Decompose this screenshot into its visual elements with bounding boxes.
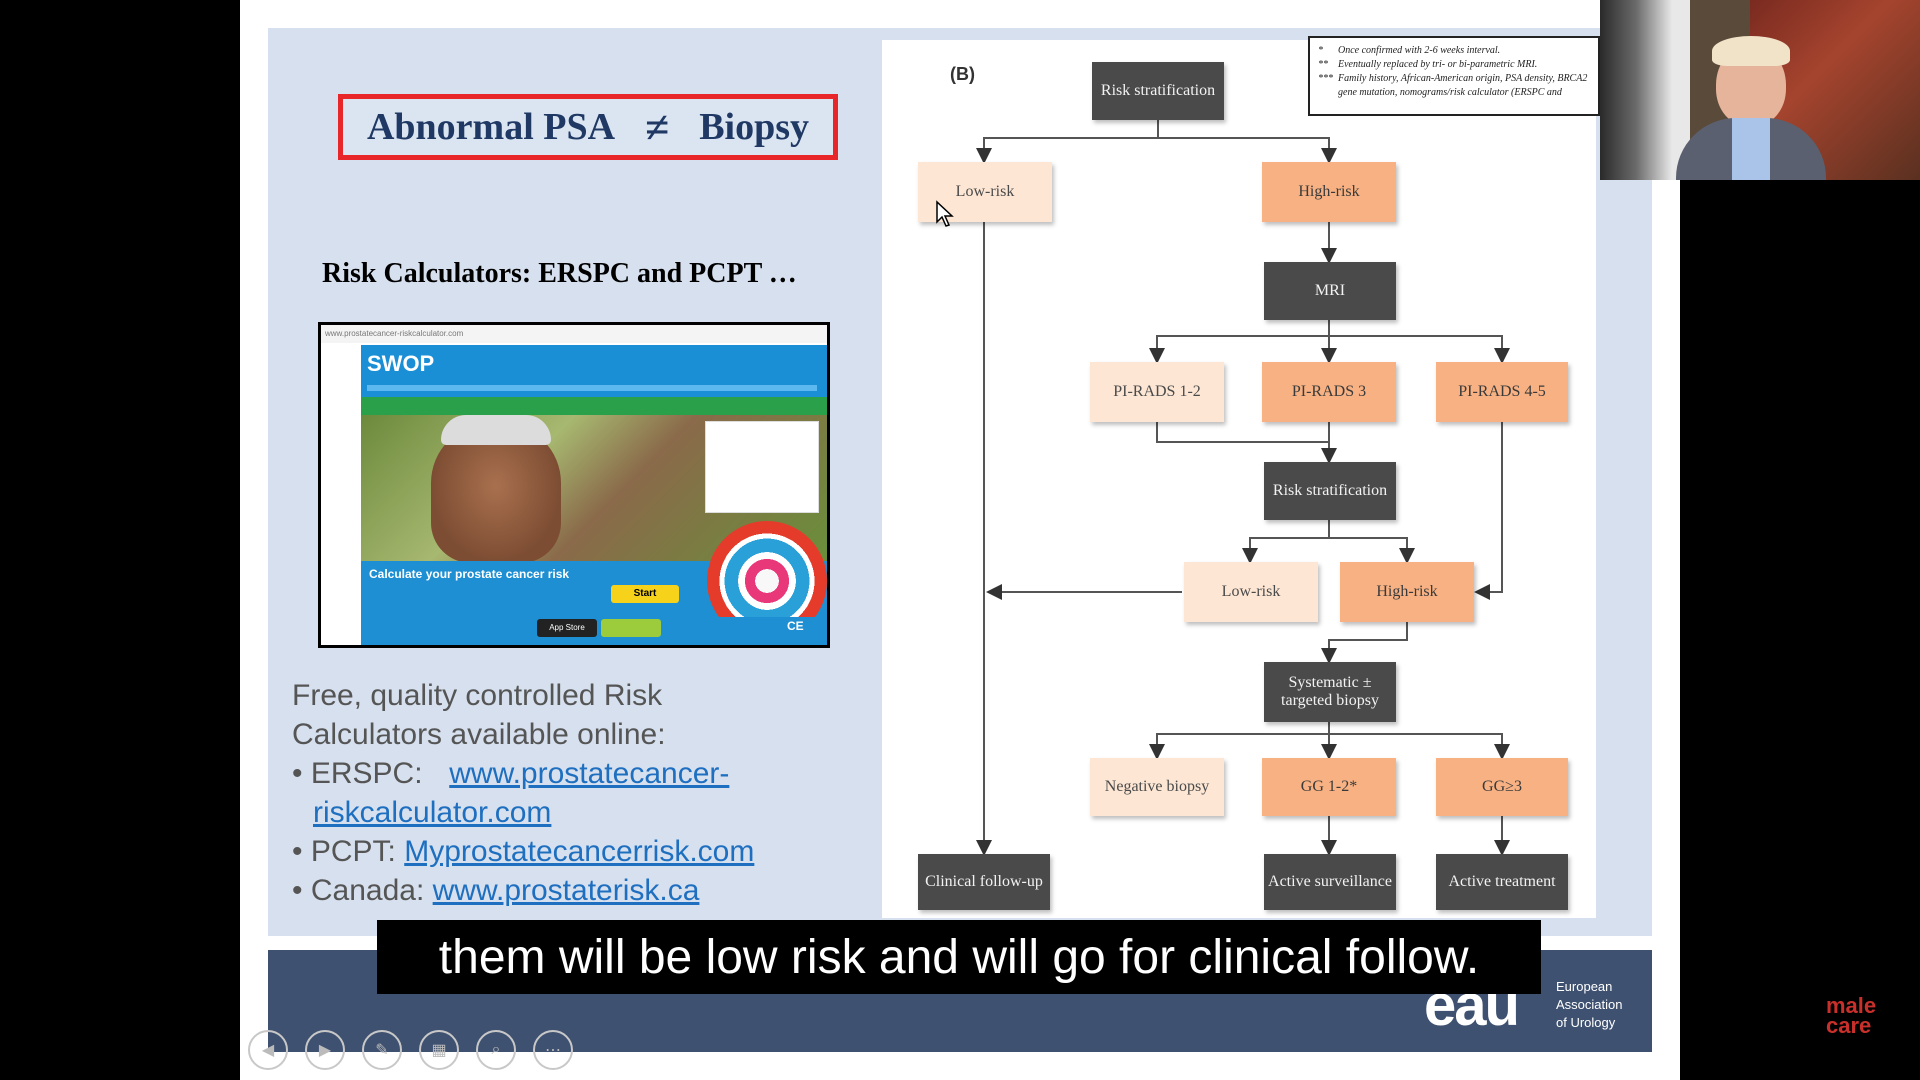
erspc-link-continued: riskcalculator.com — [313, 793, 551, 832]
play-store-badge[interactable] — [601, 619, 661, 637]
caption-text: them will be low risk and will go for cl… — [438, 930, 1480, 984]
negative-biopsy-node: Negative biopsy — [1090, 758, 1224, 816]
active-treatment-node: Active treatment — [1436, 854, 1568, 910]
pirads-1-2-node: PI-RADS 1-2 — [1090, 362, 1224, 422]
connector — [976, 120, 1159, 164]
erspc-link[interactable]: www.prostatecancer- — [449, 757, 730, 790]
connector — [1242, 520, 1330, 564]
presenter-shirt — [1732, 118, 1770, 180]
connector — [1158, 137, 1337, 164]
start-button[interactable]: Start — [611, 585, 679, 603]
pcpt-item: • PCPT: Myprostatecancerrisk.com — [292, 835, 755, 868]
active-surveillance-node: Active surveillance — [1264, 854, 1396, 910]
connector — [1329, 537, 1415, 564]
panel-label: (B) — [950, 64, 975, 84]
slide-title-box: Abnormal PSA ≠ Biopsy — [338, 94, 838, 160]
title-left: Abnormal PSA — [366, 106, 616, 148]
footnotes-box: *Once confirmed with 2-6 weeks interval.… — [1308, 36, 1600, 116]
low-risk-node-1: Low-risk — [918, 162, 1052, 222]
subtitle-caption: them will be low risk and will go for cl… — [377, 920, 1541, 994]
risk-stratification-node-1: Risk stratification — [1092, 62, 1224, 120]
footnote-1: *Once confirmed with 2-6 weeks interval. — [1318, 45, 1501, 56]
title-right: Biopsy — [699, 106, 810, 148]
erspc-item: • ERSPC: www.prostatecancer- — [292, 757, 730, 790]
connector — [1474, 422, 1503, 600]
connector — [1156, 422, 1329, 443]
window-background — [1600, 0, 1690, 180]
high-risk-node-1: High-risk — [1262, 162, 1396, 222]
eau-name: European Association of Urology — [1556, 979, 1623, 1030]
connector — [1149, 722, 1330, 760]
slides-grid-icon[interactable]: ▦ — [419, 1030, 459, 1070]
app-store-badge[interactable]: App Store — [537, 619, 597, 637]
previous-slide-icon[interactable]: ◀ — [248, 1030, 288, 1070]
website-nav-bar — [361, 397, 827, 415]
website-url-bar: www.prostatecancer-riskcalculator.com — [321, 325, 827, 343]
intro-line-1: Free, quality controlled Risk — [292, 679, 663, 712]
high-risk-node-2: High-risk — [1340, 562, 1474, 622]
website-sidebar-box — [705, 421, 819, 513]
presenter-hair — [1712, 36, 1790, 66]
connector — [1149, 320, 1330, 364]
canada-link[interactable]: www.prostaterisk.ca — [432, 874, 700, 907]
more-options-icon[interactable]: ⋯ — [533, 1030, 573, 1070]
malecare-watermark: male care — [1826, 993, 1877, 1038]
website-header: SWOP — [361, 345, 827, 415]
next-slide-icon[interactable]: ▶ — [305, 1030, 345, 1070]
gg-3-plus-node: GG≥3 — [1436, 758, 1568, 816]
risk-dial-graphic — [707, 521, 827, 617]
low-risk-node-2: Low-risk — [1184, 562, 1318, 622]
risk-calculators-heading: Risk Calculators: ERSPC and PCPT … — [322, 258, 797, 289]
footnote-4: gene mutation, nomograms/risk calculator… — [1338, 87, 1562, 98]
connector — [1329, 335, 1510, 364]
zoom-icon[interactable]: ⌕ — [476, 1030, 516, 1070]
risk-calculator-website-screenshot: www.prostatecancer-riskcalculator.com SW… — [318, 322, 830, 648]
footnote-3: ***Family history, African-American orig… — [1318, 73, 1588, 84]
swop-logo: SWOP — [367, 351, 435, 376]
connector — [1321, 622, 1408, 664]
pcpt-link[interactable]: Myprostatecancerrisk.com — [404, 835, 755, 868]
connector — [1329, 733, 1510, 760]
not-equal-symbol: ≠ — [645, 102, 670, 152]
systematic-targeted-biopsy-node: Systematic ± targeted biopsy — [1264, 662, 1396, 722]
calculate-risk-text: Calculate your prostate cancer risk — [369, 567, 570, 581]
intro-line-2: Calculators available online: — [292, 718, 666, 751]
presenter-video — [1600, 0, 1920, 180]
gg-1-2-node: GG 1-2* — [1262, 758, 1396, 816]
pirads-3-node: PI-RADS 3 — [1262, 362, 1396, 422]
footnote-2: **Eventually replaced by tri- or bi-para… — [1318, 59, 1538, 70]
mri-node: MRI — [1264, 262, 1396, 320]
pen-icon[interactable]: ✎ — [362, 1030, 402, 1070]
mouse-cursor-icon — [936, 200, 954, 227]
pirads-4-5-node: PI-RADS 4-5 — [1436, 362, 1568, 422]
ce-mark: CE — [787, 619, 804, 633]
canada-item: • Canada: www.prostaterisk.ca — [292, 874, 700, 907]
clinical-follow-up-node: Clinical follow-up — [918, 854, 1050, 910]
risk-stratification-node-2: Risk stratification — [1264, 462, 1396, 520]
erspc-link-line-2[interactable]: riskcalculator.com — [313, 796, 552, 829]
